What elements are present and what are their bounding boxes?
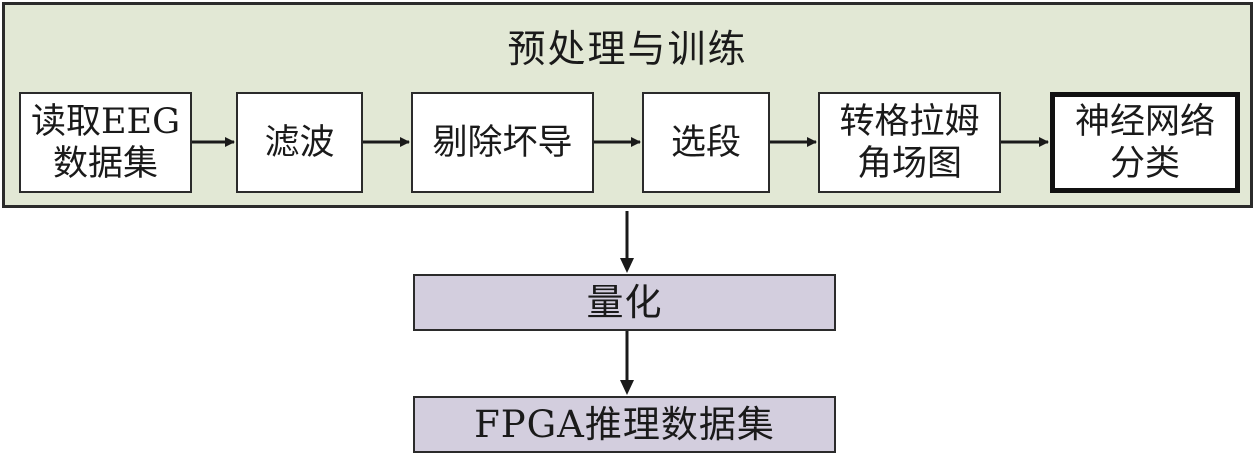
preprocessing-training-group: 预处理与训练	[2, 2, 1253, 208]
step-neural-network-classification: 神经网络 分类	[1050, 92, 1240, 193]
step-segment-selection: 选段	[642, 92, 770, 193]
step-quantization: 量化	[413, 274, 836, 331]
step-gramian-angular-field: 转格拉姆 角场图	[818, 92, 1001, 193]
step-remove-bad-channels: 剔除坏导	[411, 92, 594, 193]
step-read-eeg-dataset: 读取EEG 数据集	[19, 92, 192, 193]
arrowhead-group-to-quantize	[620, 258, 634, 273]
arrowhead-quantize-to-fpga	[620, 380, 634, 395]
step-fpga-inference-dataset: FPGA推理数据集	[413, 396, 836, 453]
step-filtering: 滤波	[236, 92, 363, 193]
group-title: 预处理与训练	[507, 27, 748, 71]
